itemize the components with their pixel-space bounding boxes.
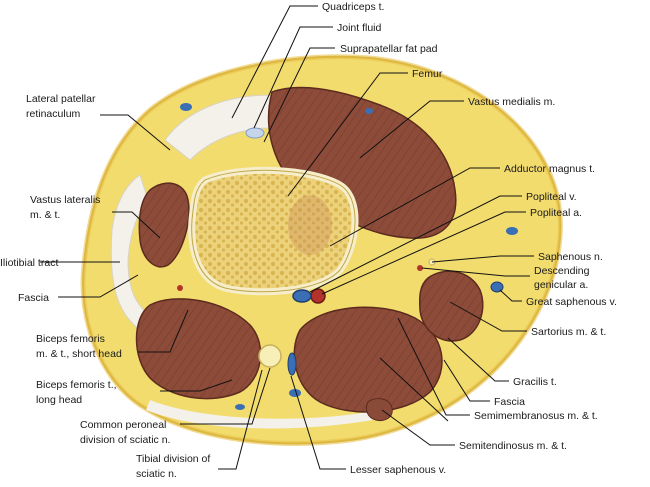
vastus-lateralis-muscle	[138, 182, 190, 268]
label-semimembranosus: Semimembranosus m. & t.	[474, 410, 598, 422]
small-vein-5	[235, 404, 245, 410]
label-gracilis: Gracilis t.	[513, 376, 557, 388]
label-popliteal-v: Popliteal v.	[526, 191, 577, 203]
small-vein-4	[289, 389, 301, 397]
label-vastus-medialis: Vastus medialis m.	[468, 96, 555, 108]
label-semitendinosus: Semitendinosus m. & t.	[459, 440, 567, 452]
label-vastus-lateralis-1: Vastus lateralis	[30, 194, 100, 206]
label-iliotibial: Iliotibial tract	[0, 257, 58, 269]
semitendinosus-muscle	[365, 398, 393, 421]
labels: Quadriceps t. Joint fluid Suprapatellar …	[0, 1, 617, 480]
label-fascia-left: Fascia	[18, 292, 49, 304]
label-adductor: Adductor magnus t.	[504, 163, 595, 175]
label-lesser-saphenous: Lesser saphenous v.	[350, 464, 446, 476]
label-tibial-2: sciatic n.	[136, 468, 177, 480]
small-artery-1	[177, 285, 183, 291]
femur-cortex	[191, 169, 356, 293]
lateral-fascia	[110, 174, 151, 331]
label-joint-fluid: Joint fluid	[337, 22, 382, 34]
label-biceps-short-1: Biceps femoris	[36, 333, 105, 345]
joint-fluid	[245, 127, 265, 139]
label-peroneal-1: Common peroneal	[80, 419, 166, 431]
small-vein-2	[365, 108, 373, 114]
label-great-saphenous: Great saphenous v.	[526, 296, 617, 308]
label-biceps-long-1: Biceps femoris t.,	[36, 379, 117, 391]
label-biceps-long-2: long head	[36, 394, 82, 406]
semimembranosus-muscle	[293, 306, 443, 413]
label-lateral-patellar-1: Lateral patellar	[26, 93, 96, 105]
label-peroneal-2: division of sciatic n.	[80, 434, 170, 446]
sartorius-muscle	[418, 270, 484, 342]
lesser-saphenous-vein	[287, 352, 297, 376]
label-tibial-1: Tibial division of	[136, 453, 210, 465]
label-biceps-short-2: m. & t., short head	[36, 348, 122, 360]
sciatic-nerve	[258, 344, 282, 368]
popliteal-artery	[310, 288, 326, 304]
label-quadriceps: Quadriceps t.	[322, 1, 384, 13]
label-suprapatellar: Suprapatellar fat pad	[340, 43, 438, 55]
small-vein-1	[180, 103, 192, 111]
descending-genicular-artery	[417, 265, 423, 271]
femur-medullary-tint	[288, 195, 332, 255]
label-vastus-lateralis-2: m. & t.	[30, 209, 60, 221]
label-saphenous-n: Saphenous n.	[538, 251, 603, 263]
label-lateral-patellar-2: retinaculum	[26, 108, 81, 120]
great-saphenous-vein	[490, 281, 504, 293]
label-popliteal-a: Popliteal a.	[530, 207, 582, 219]
label-desc-genicular-2: genicular a.	[534, 279, 588, 291]
small-vein-3	[506, 227, 518, 235]
leader-lines	[40, 5, 534, 470]
popliteal-vein	[292, 289, 312, 303]
posterior-fascia	[146, 400, 384, 429]
label-femur: Femur	[412, 68, 443, 80]
label-desc-genicular-1: Descending	[534, 265, 590, 277]
label-sartorius: Sartorius m. & t.	[531, 326, 606, 338]
label-fascia-right: Fascia	[494, 396, 525, 408]
biceps-femoris-muscle	[135, 298, 262, 400]
